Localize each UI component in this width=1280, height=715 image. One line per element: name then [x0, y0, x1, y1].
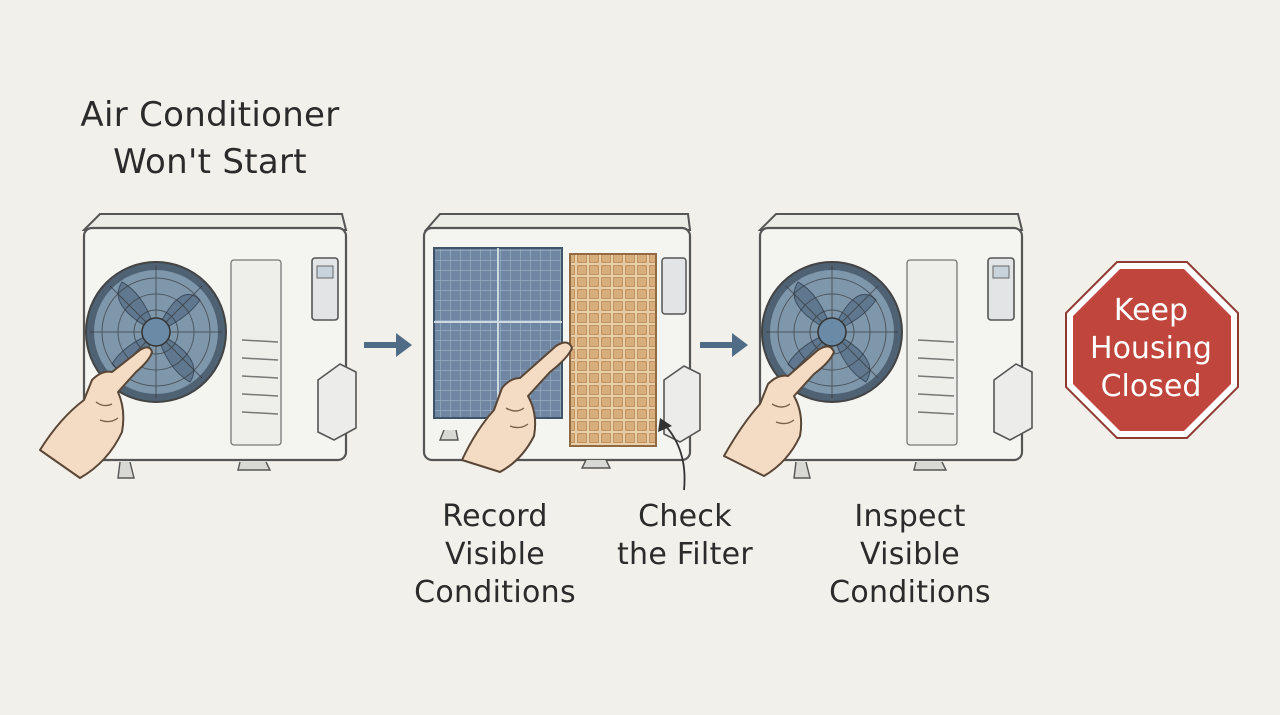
hand-pointer-icon: [723, 345, 835, 477]
step-1-line-1: Record: [442, 499, 548, 534]
step-1-line-3: Conditions: [414, 575, 576, 610]
diagram-title: Air Conditioner Won't Start: [60, 92, 360, 186]
step-1-line-2: Visible: [444, 537, 546, 572]
step-2-line-2: the Filter: [616, 537, 754, 572]
step-3-line-3: Conditions: [829, 575, 991, 610]
title-line-1: Air Conditioner: [80, 95, 340, 135]
stop-line-3: Closed: [1100, 369, 1202, 404]
stop-sign-icon: [1065, 261, 1239, 439]
arrow-right-icon: [364, 333, 412, 357]
step-label-check-filter: Check the Filter: [600, 498, 770, 574]
callout-pointer-icon: [658, 418, 686, 491]
step-label-record: Record Visible Conditions: [405, 498, 585, 612]
ac-unit-2-icon: [422, 213, 701, 469]
ac-unit-3-icon: [757, 213, 1033, 479]
stop-line-2: Housing: [1090, 331, 1212, 366]
step-label-inspect: Inspect Visible Conditions: [815, 498, 1005, 612]
step-3-line-1: Inspect: [854, 499, 966, 534]
step-3-line-2: Visible: [859, 537, 961, 572]
ac-unit-1-icon: [81, 213, 357, 479]
stop-sign-text: Keep Housing Closed: [1066, 292, 1236, 406]
arrow-right-icon: [700, 333, 748, 357]
step-2-line-1: Check: [638, 499, 732, 534]
stop-line-1: Keep: [1113, 293, 1189, 328]
hand-pointer-icon: [461, 341, 573, 473]
title-line-2: Won't Start: [113, 142, 307, 182]
hand-pointer-icon: [39, 346, 153, 479]
filter-grid-icon: [569, 253, 657, 447]
